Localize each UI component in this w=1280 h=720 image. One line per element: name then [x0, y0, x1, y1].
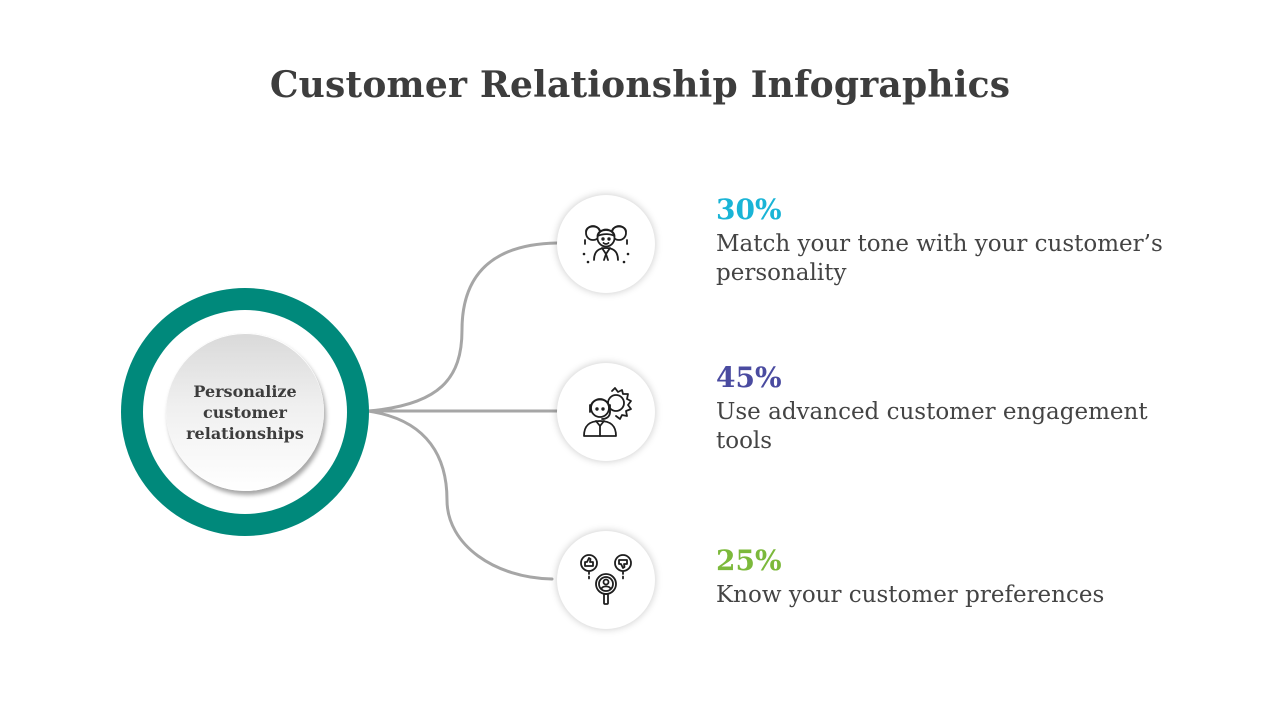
item-2-description: Use advanced customer engagement tools — [716, 399, 1148, 454]
page-title: Customer Relationship Infographics — [269, 64, 1011, 106]
item-2-percent: 45% — [716, 361, 782, 394]
item-1-percent: 30% — [716, 193, 782, 226]
customer-feedback-search-icon — [580, 554, 632, 605]
customer-team-icon — [582, 225, 630, 264]
item-2: 45% Use advanced customer engagement too… — [716, 362, 1186, 456]
icon-circle-2 — [557, 363, 655, 461]
hub-label: Personalize customer relationships — [186, 381, 304, 443]
agent-gear-icon — [583, 387, 632, 437]
connector-line-top — [366, 241, 559, 413]
hub-center-disc: Personalize customer relationships — [166, 333, 324, 491]
item-1-description: Match your tone with your customer’s per… — [716, 231, 1163, 286]
connector-line-bottom — [366, 409, 554, 581]
item-3-percent: 25% — [716, 544, 782, 577]
hub-ring: Personalize customer relationships — [121, 288, 369, 536]
item-1: 30% Match your tone with your customer’s… — [716, 194, 1186, 288]
icon-circle-1 — [557, 195, 655, 293]
item-3-description: Know your customer preferences — [716, 582, 1105, 608]
item-3: 25% Know your customer preferences — [716, 545, 1186, 610]
hub-white-gap: Personalize customer relationships — [143, 310, 347, 514]
icon-circle-3 — [557, 531, 655, 629]
